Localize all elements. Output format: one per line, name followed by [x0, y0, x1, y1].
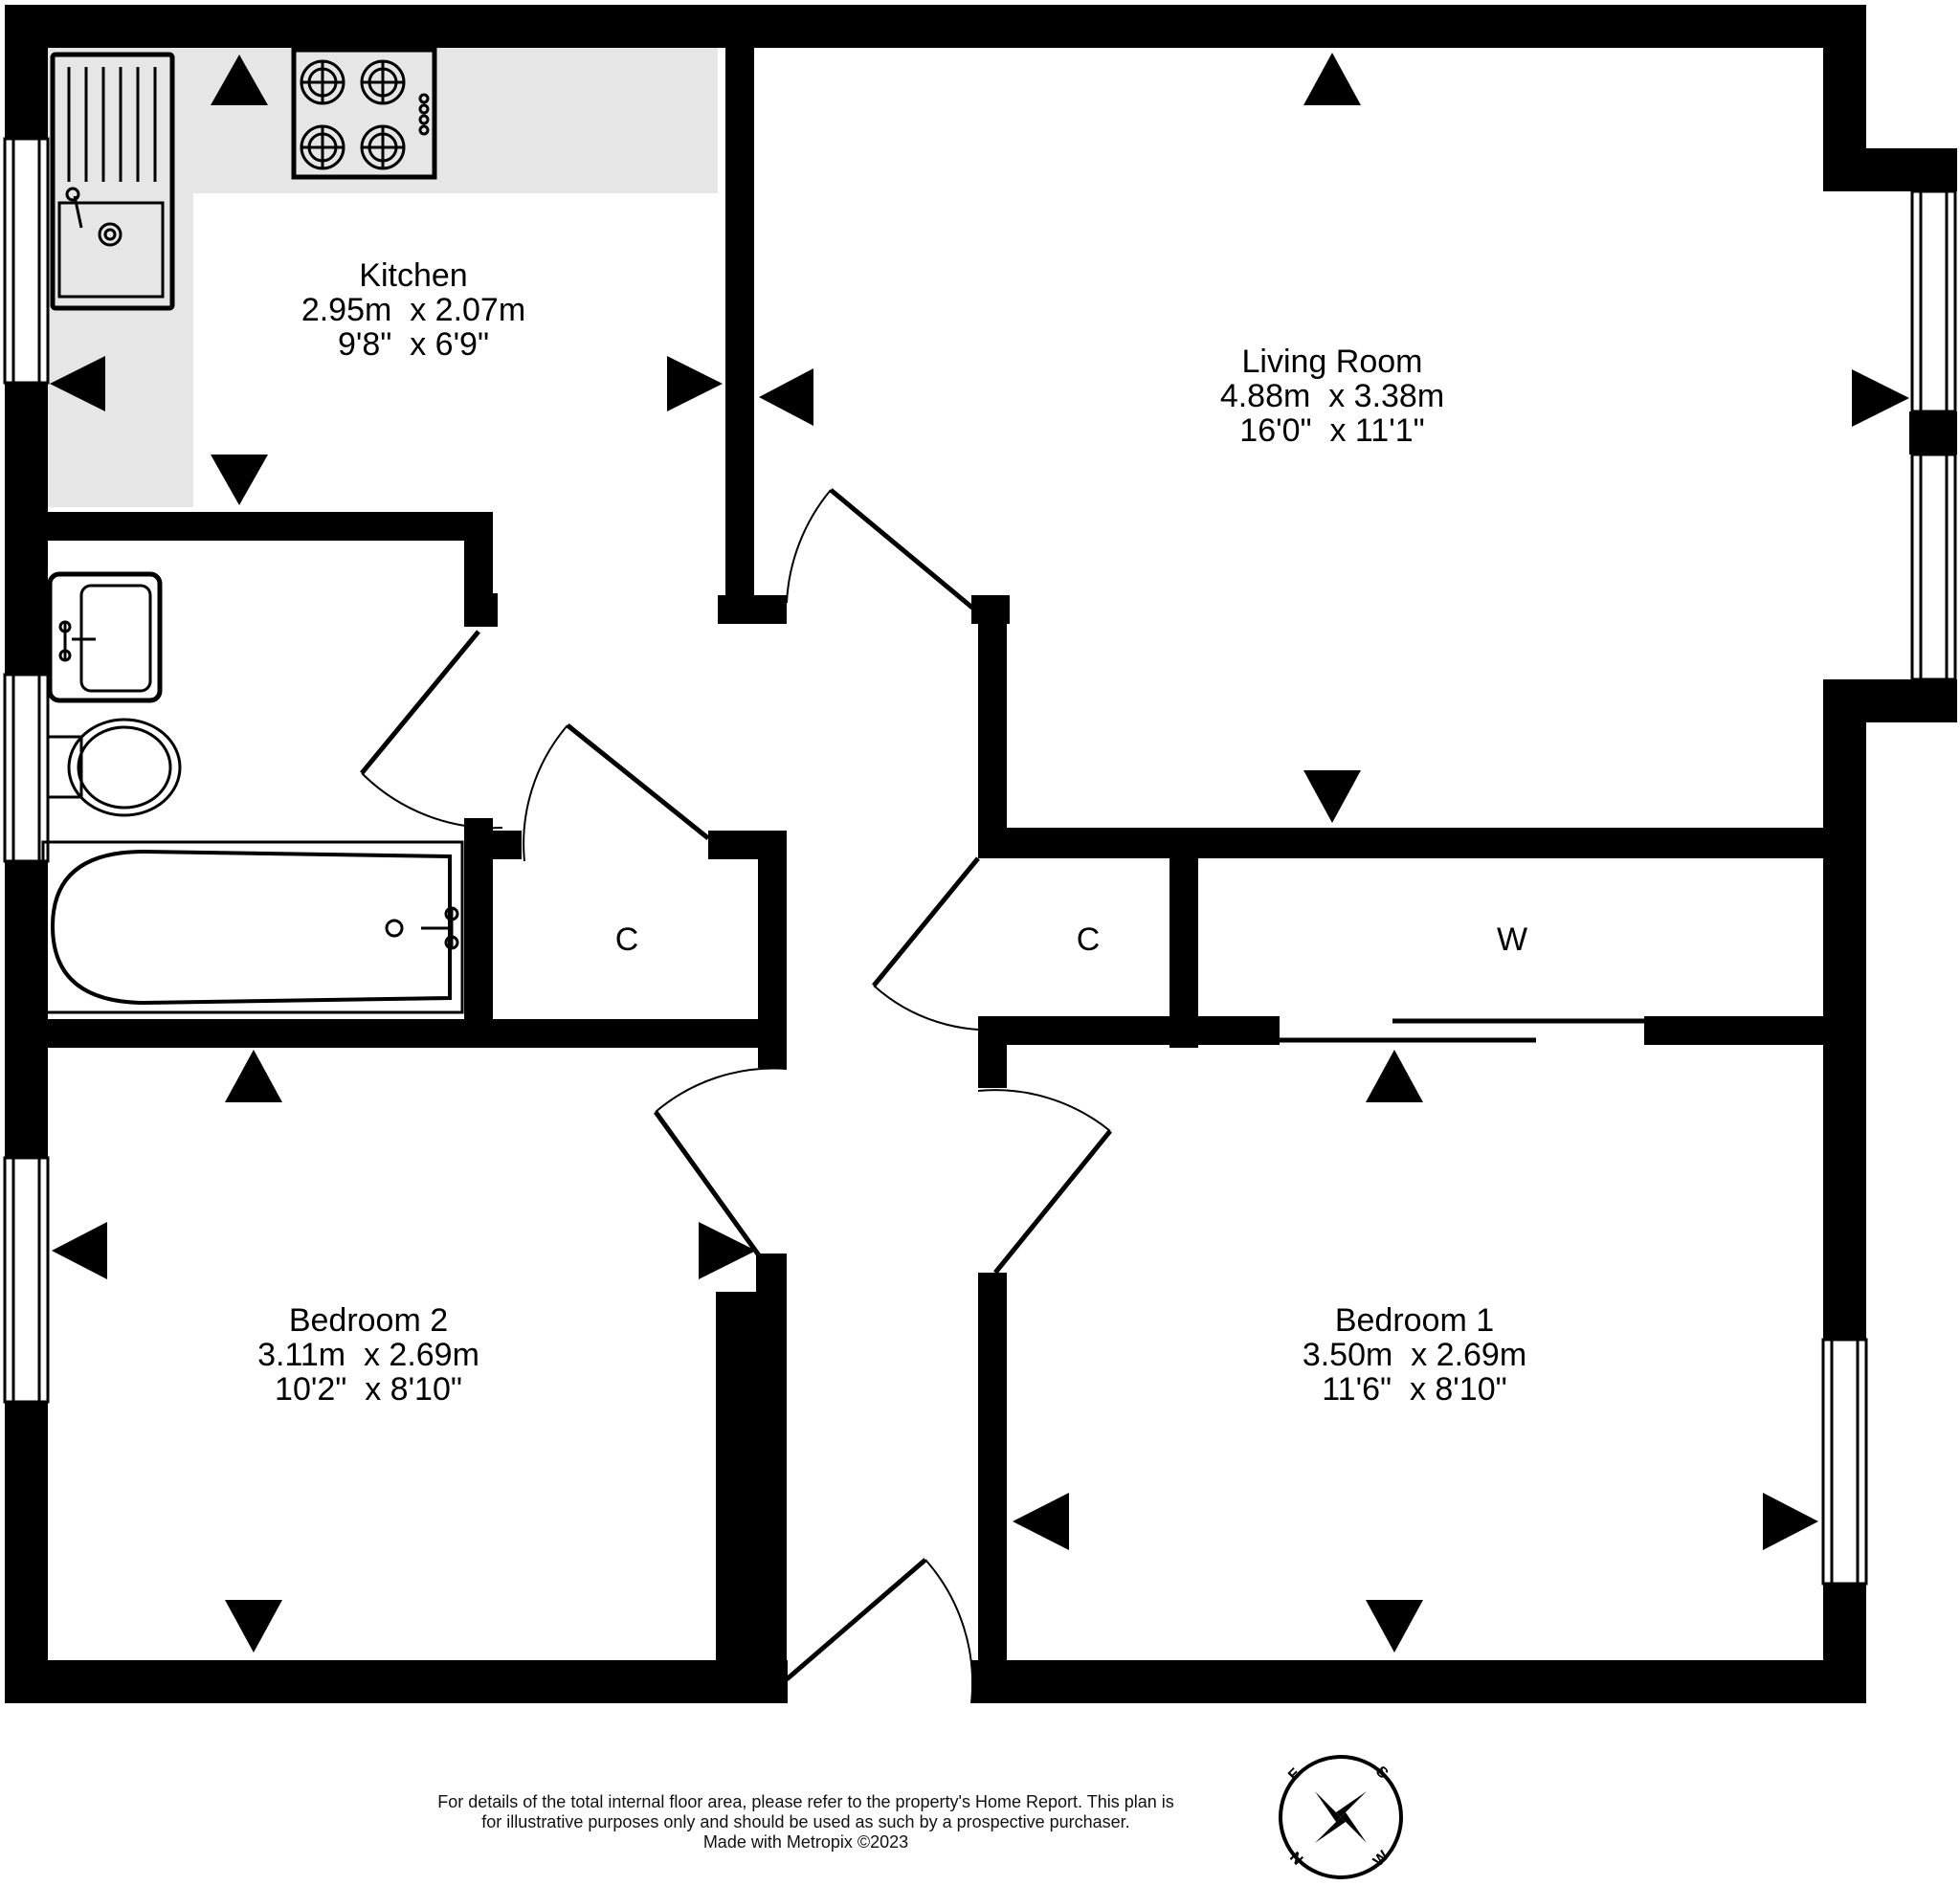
wardrobe-label: W	[1496, 921, 1528, 958]
room-imperial: 10'2" x 8'10"	[275, 1371, 462, 1408]
room-name: Bedroom 2	[288, 1302, 449, 1339]
window	[3, 673, 50, 863]
room-metric: 3.11m x 2.69m	[257, 1337, 479, 1373]
room-name: Kitchen	[359, 257, 468, 294]
copyright-line: Made with Metropix ©2023	[702, 1832, 909, 1852]
room-metric: 2.95m x 2.07m	[301, 292, 526, 328]
walls	[5, 5, 1957, 1703]
room-imperial: 9'8" x 6'9"	[337, 326, 490, 363]
window	[1910, 189, 1957, 413]
room-imperial: 11'6" x 8'10"	[1322, 1371, 1507, 1408]
kitchen-sink-drainer	[50, 52, 175, 311]
room-label-living-room: Living Room 4.88m x 3.38m 16'0" x 11'1"	[1220, 344, 1444, 448]
compass-icon	[1279, 1755, 1403, 1879]
window	[3, 137, 50, 385]
windows	[3, 137, 1957, 1586]
room-label-bedroom-2: Bedroom 2 3.11m x 2.69m 10'2" x 8'10"	[257, 1303, 479, 1407]
room-name: Bedroom 1	[1334, 1302, 1495, 1339]
cupboard-label: C	[614, 921, 639, 958]
room-metric: 4.88m x 3.38m	[1219, 378, 1445, 414]
room-metric: 3.50m x 2.69m	[1302, 1337, 1527, 1373]
room-label-bedroom-1: Bedroom 1 3.50m x 2.69m 11'6" x 8'10"	[1303, 1303, 1526, 1407]
room-imperial: 16'0" x 11'1"	[1239, 412, 1425, 449]
toilet	[46, 718, 182, 817]
sliding-doors	[1280, 1018, 1644, 1043]
disclaimer-line: For details of the total internal floor …	[437, 1792, 1174, 1811]
dimension-arrows	[50, 53, 1909, 1653]
cupboard-label: C	[1076, 921, 1101, 958]
room-label-kitchen: Kitchen 2.95m x 2.07m 9'8" x 6'9"	[301, 258, 525, 362]
compass-rose: N E S W	[1277, 1753, 1405, 1881]
disclaimer-line: for illustrative purposes only and shoul…	[481, 1812, 1130, 1831]
window	[3, 1156, 50, 1404]
bath	[41, 840, 464, 1014]
plan-disclaimer: For details of the total internal floor …	[398, 1792, 1214, 1853]
window	[1821, 1338, 1868, 1586]
bathroom-basin	[47, 571, 163, 703]
doors	[360, 488, 1112, 1704]
hob	[291, 47, 437, 180]
room-name: Living Room	[1241, 344, 1423, 380]
window	[1910, 453, 1957, 681]
